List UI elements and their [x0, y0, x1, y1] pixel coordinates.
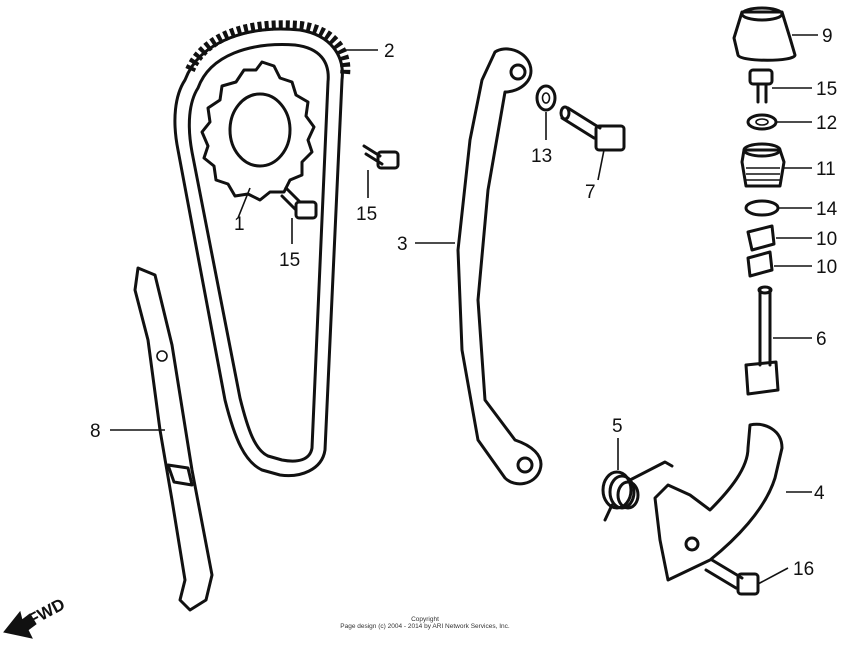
forward-direction-indicator: FWD: [3, 595, 68, 639]
sprocket-bolt[interactable]: [280, 186, 318, 220]
copyright-notice: Page design (c) 2004 - 2014 by ARI Netwo…: [340, 623, 510, 630]
callout-13: 13: [531, 146, 552, 167]
callout-9: 9: [822, 26, 833, 47]
callout-15-middle: 15: [356, 204, 377, 225]
callout-10-upper: 10: [816, 229, 837, 250]
wedge-lower[interactable]: [746, 250, 774, 278]
tensioner-arm[interactable]: [653, 422, 784, 582]
cam-chain[interactable]: [173, 20, 351, 478]
sealing-washer[interactable]: [746, 113, 778, 131]
cam-chain-guide[interactable]: [133, 266, 214, 612]
cam-chain-tensioner[interactable]: [456, 47, 543, 486]
copyright-title: Copyright: [411, 616, 439, 623]
callout-7: 7: [585, 182, 596, 203]
callout-15-right: 15: [816, 79, 837, 100]
callout-4: 4: [814, 483, 825, 504]
callout-2: 2: [384, 41, 395, 62]
o-ring[interactable]: [744, 199, 780, 217]
tensioner-arm-bolt[interactable]: [704, 558, 760, 596]
callout-1: 1: [234, 214, 245, 235]
sprocket-bolt-2[interactable]: [362, 144, 400, 170]
tensioner-cap[interactable]: [732, 6, 797, 62]
tensioner-push-rod[interactable]: [744, 285, 780, 396]
callout-8: 8: [90, 421, 101, 442]
callout-10-lower: 10: [816, 257, 837, 278]
tensioner-pivot-bolt[interactable]: [559, 105, 626, 152]
tensioner-spring[interactable]: [601, 460, 674, 522]
cam-sprocket[interactable]: [200, 60, 316, 202]
callout-12: 12: [816, 113, 837, 134]
callout-3: 3: [397, 234, 408, 255]
callout-15-left: 15: [279, 250, 300, 271]
forward-label: FWD: [25, 595, 68, 630]
forward-arrow-icon: [3, 610, 37, 639]
callout-5: 5: [612, 416, 623, 437]
callout-14: 14: [816, 199, 838, 220]
callout-6: 6: [816, 329, 827, 350]
tensioner-screw[interactable]: [740, 142, 786, 188]
wedge-upper[interactable]: [746, 224, 776, 252]
washer[interactable]: [535, 84, 557, 112]
callout-11: 11: [816, 159, 836, 180]
callout-16: 16: [793, 559, 814, 580]
tensioner-bolt[interactable]: [748, 68, 774, 104]
